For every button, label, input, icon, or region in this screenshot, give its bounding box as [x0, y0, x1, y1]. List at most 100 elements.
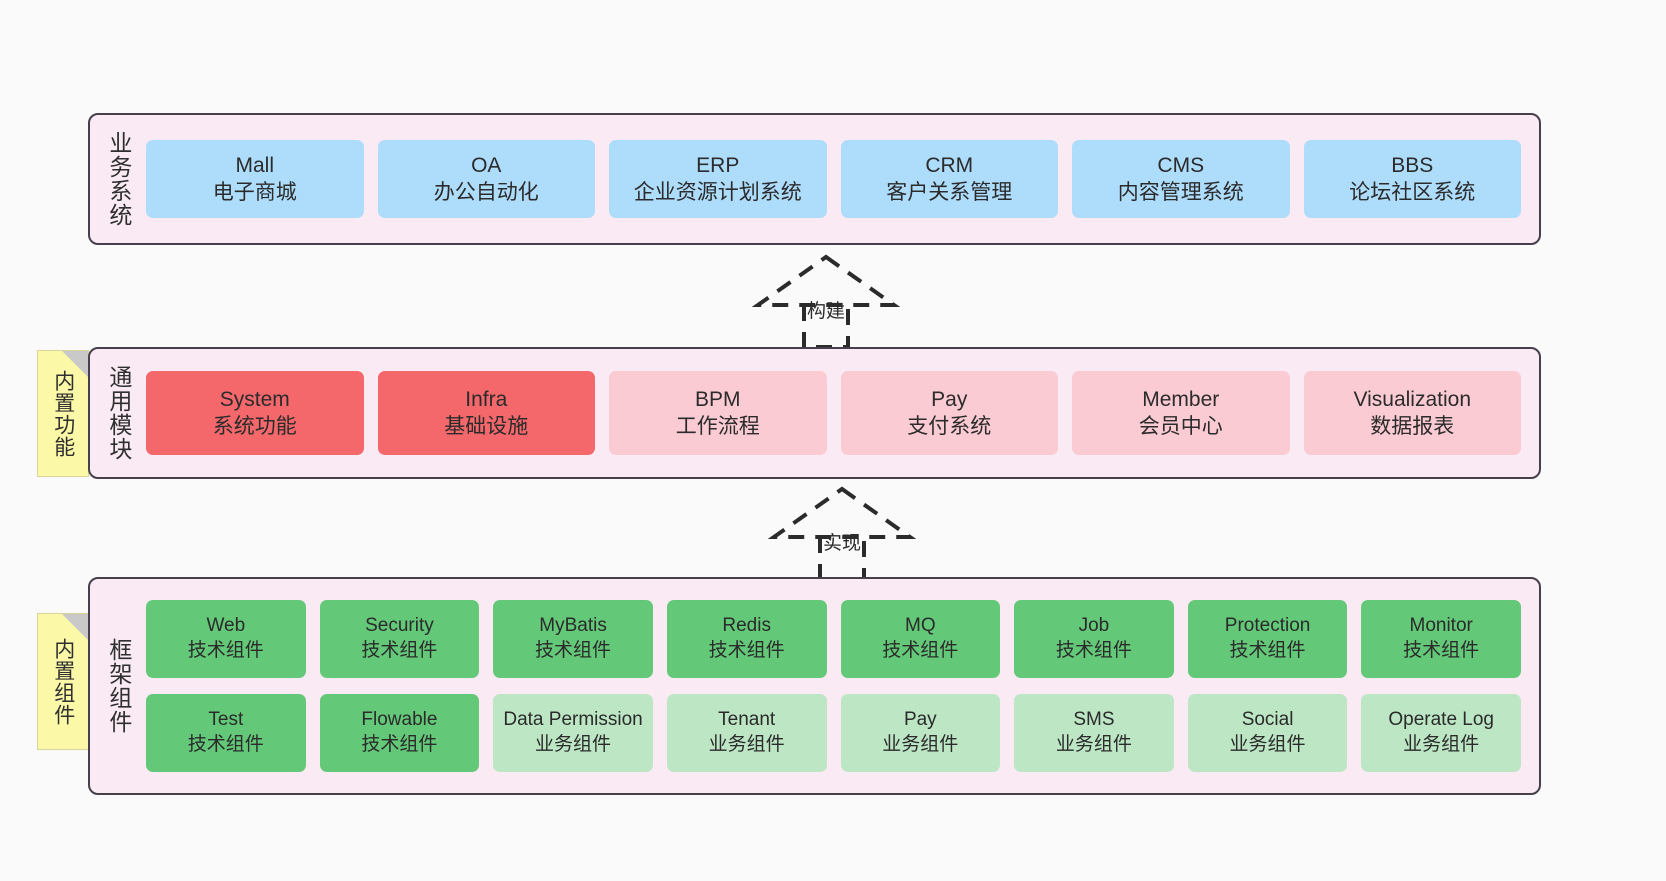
card-sms[interactable]: SMS 业务组件: [1014, 694, 1174, 772]
card-crm-name: CRM: [925, 153, 974, 177]
card-member[interactable]: Member 会员中心: [1072, 371, 1290, 455]
card-oa-desc: 办公自动化: [433, 181, 539, 204]
layer-general-modules: 通用模块 System 系统功能 Infra 基础设施 BPM 工作流程 Pay…: [88, 347, 1541, 479]
card-pay-module-desc: 支付系统: [907, 415, 992, 438]
business-systems-row: Mall 电子商城 OA 办公自动化 ERP 企业资源计划系统 CRM 客户关系…: [146, 140, 1521, 218]
card-system-name: System: [219, 387, 290, 411]
layer-framework-components: 框架组件 Web 技术组件 Security 技术组件 MyBatis 技术组件…: [88, 577, 1541, 795]
card-bpm-desc: 工作流程: [675, 415, 760, 438]
card-job[interactable]: Job 技术组件: [1014, 600, 1174, 678]
card-visualization[interactable]: Visualization 数据报表: [1303, 371, 1521, 455]
card-social-desc: 业务组件: [1229, 734, 1306, 755]
card-protection[interactable]: Protection 技术组件: [1187, 600, 1348, 678]
card-tenant[interactable]: Tenant 业务组件: [666, 694, 827, 772]
card-cms-desc: 内容管理系统: [1117, 181, 1244, 204]
card-mybatis[interactable]: MyBatis 技术组件: [493, 600, 653, 678]
note-fold-corner-icon: [62, 351, 88, 377]
card-security[interactable]: Security 技术组件: [319, 600, 480, 678]
connector-realize-label: 实现: [822, 533, 862, 554]
card-social-name: Social: [1241, 709, 1294, 731]
note-builtin-features-label: 内置功能: [51, 369, 75, 458]
card-bbs-name: BBS: [1391, 153, 1434, 177]
card-redis[interactable]: Redis 技术组件: [666, 600, 827, 678]
card-cms[interactable]: CMS 内容管理系统: [1072, 140, 1290, 218]
layer-framework-components-label: 框架组件: [105, 638, 132, 734]
generalization-triangle-icon: [751, 254, 901, 307]
framework-tech-row: Web 技术组件 Security 技术组件 MyBatis 技术组件 Redi…: [146, 600, 1521, 678]
note-builtin-features: 内置功能: [37, 350, 89, 477]
card-system-desc: 系统功能: [212, 415, 297, 438]
card-test[interactable]: Test 技术组件: [146, 694, 306, 772]
card-security-name: Security: [365, 615, 434, 637]
card-bpm-name: BPM: [694, 387, 741, 411]
card-bbs[interactable]: BBS 论坛社区系统: [1303, 140, 1521, 218]
card-monitor-name: Monitor: [1409, 615, 1473, 637]
card-infra-name: Infra: [465, 387, 508, 411]
card-cms-name: CMS: [1157, 153, 1205, 177]
card-web-name: Web: [206, 615, 246, 637]
card-social[interactable]: Social 业务组件: [1187, 694, 1348, 772]
card-pay-component-desc: 业务组件: [882, 734, 959, 755]
card-security-desc: 技术组件: [361, 640, 438, 661]
layer-business-systems-label: 业务系统: [105, 131, 132, 227]
card-infra-desc: 基础设施: [444, 415, 529, 438]
layer-general-modules-label: 通用模块: [105, 365, 132, 461]
card-member-name: Member: [1142, 387, 1220, 411]
card-mall-name: Mall: [235, 153, 274, 177]
layer-business-systems: 业务系统 Mall 电子商城 OA 办公自动化 ERP 企业资源计划系统 CRM…: [88, 113, 1541, 245]
card-protection-name: Protection: [1224, 615, 1311, 637]
card-data-permission-name: Data Permission: [503, 709, 643, 731]
note-fold-corner-icon: [62, 614, 88, 640]
card-job-desc: 技术组件: [1055, 640, 1132, 661]
card-job-name: Job: [1078, 615, 1110, 637]
card-oa[interactable]: OA 办公自动化: [377, 140, 595, 218]
connector-build: 构建: [736, 254, 916, 351]
card-mq[interactable]: MQ 技术组件: [840, 600, 1001, 678]
card-redis-name: Redis: [722, 615, 771, 637]
card-crm[interactable]: CRM 客户关系管理: [840, 140, 1058, 218]
card-mybatis-desc: 技术组件: [535, 640, 612, 661]
card-monitor-desc: 技术组件: [1403, 640, 1480, 661]
layer-general-modules-body: System 系统功能 Infra 基础设施 BPM 工作流程 Pay 支付系统…: [146, 349, 1539, 477]
card-data-permission-desc: 业务组件: [535, 734, 612, 755]
card-pay-module-name: Pay: [931, 387, 968, 411]
card-flowable[interactable]: Flowable 技术组件: [319, 694, 480, 772]
card-member-desc: 会员中心: [1138, 415, 1223, 438]
card-tenant-desc: 业务组件: [708, 734, 785, 755]
card-operate-log-desc: 业务组件: [1403, 734, 1480, 755]
note-builtin-components-label: 内置组件: [51, 637, 75, 726]
card-visualization-name: Visualization: [1353, 387, 1472, 411]
layer-framework-components-body: Web 技术组件 Security 技术组件 MyBatis 技术组件 Redi…: [146, 579, 1539, 793]
card-pay-module[interactable]: Pay 支付系统: [840, 371, 1058, 455]
card-tenant-name: Tenant: [718, 709, 776, 731]
card-sms-desc: 业务组件: [1055, 734, 1132, 755]
card-system[interactable]: System 系统功能: [146, 371, 364, 455]
framework-business-row: Test 技术组件 Flowable 技术组件 Data Permission …: [146, 694, 1521, 772]
card-redis-desc: 技术组件: [708, 640, 785, 661]
card-monitor[interactable]: Monitor 技术组件: [1361, 600, 1521, 678]
generalization-triangle-icon: [767, 486, 917, 539]
card-flowable-desc: 技术组件: [361, 734, 438, 755]
card-web[interactable]: Web 技术组件: [146, 600, 306, 678]
note-builtin-components: 内置组件: [37, 613, 89, 750]
card-operate-log-name: Operate Log: [1388, 709, 1494, 731]
card-erp[interactable]: ERP 企业资源计划系统: [609, 140, 827, 218]
card-mq-name: MQ: [905, 615, 936, 637]
card-infra[interactable]: Infra 基础设施: [377, 371, 595, 455]
card-crm-desc: 客户关系管理: [886, 181, 1013, 204]
card-data-permission[interactable]: Data Permission 业务组件: [493, 694, 653, 772]
connector-build-label: 构建: [806, 301, 846, 322]
card-visualization-desc: 数据报表: [1370, 415, 1455, 438]
card-erp-name: ERP: [696, 153, 740, 177]
card-erp-desc: 企业资源计划系统: [633, 181, 802, 204]
card-oa-name: OA: [471, 153, 502, 177]
card-pay-component[interactable]: Pay 业务组件: [840, 694, 1001, 772]
card-operate-log[interactable]: Operate Log 业务组件: [1361, 694, 1521, 772]
card-mybatis-name: MyBatis: [539, 615, 607, 637]
general-modules-row: System 系统功能 Infra 基础设施 BPM 工作流程 Pay 支付系统…: [146, 371, 1521, 455]
card-test-name: Test: [208, 709, 244, 731]
card-bpm[interactable]: BPM 工作流程: [609, 371, 827, 455]
card-mall[interactable]: Mall 电子商城: [146, 140, 364, 218]
card-sms-name: SMS: [1073, 709, 1115, 731]
